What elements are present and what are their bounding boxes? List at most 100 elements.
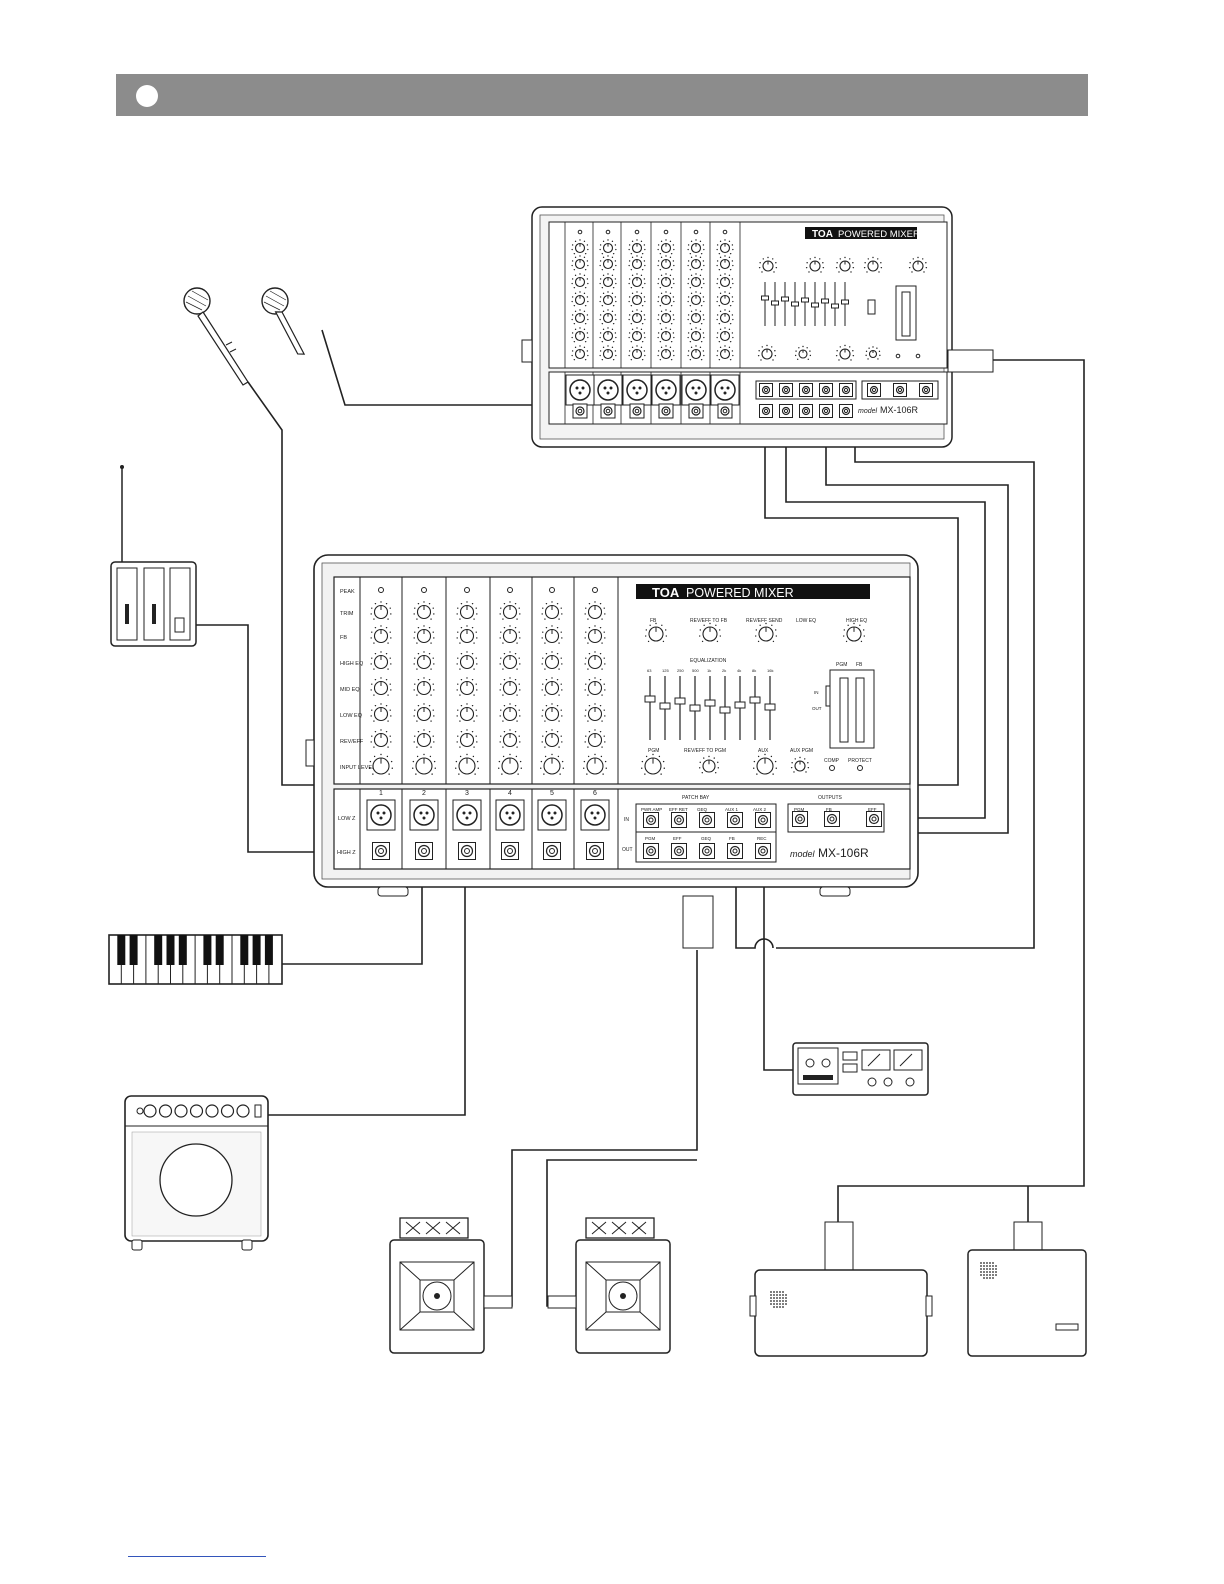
- pa-speaker-right: [575, 1217, 671, 1354]
- wireless-receiver: [110, 465, 197, 647]
- eq-slider: [719, 706, 731, 714]
- channel-number: 2: [422, 790, 426, 797]
- amp-knob: [236, 1104, 250, 1118]
- top-mixer-title: POWERED MIXER: [838, 229, 920, 240]
- eq-band-label: 500: [692, 668, 699, 673]
- patch-in-jack-label: GEQ: [697, 807, 708, 812]
- eq-band-label: 16k: [767, 668, 773, 673]
- row-label: PEAK: [340, 589, 355, 595]
- pa-speaker-left: [389, 1217, 485, 1354]
- footer-rule: [128, 1556, 266, 1557]
- row-label: REV/EFF: [340, 739, 364, 745]
- eq-slider: [761, 295, 769, 301]
- eq-band-label: 250: [677, 668, 684, 673]
- eq-slider: [821, 298, 829, 304]
- row-label: FB: [340, 635, 347, 641]
- eq-slider: [811, 302, 819, 308]
- black-key: [215, 935, 224, 965]
- main-mixer-model: MX-106R: [818, 846, 869, 860]
- channel-number: 6: [593, 790, 597, 797]
- eq-switch-label: OUT: [812, 706, 822, 711]
- eq-band-label: 125: [662, 668, 669, 673]
- eq-slider: [704, 699, 716, 707]
- black-key: [203, 935, 212, 965]
- top-mixer-model: MX-106R: [880, 405, 919, 415]
- amp-knob: [220, 1104, 235, 1118]
- black-key: [129, 935, 138, 965]
- stage-monitor-wedge: [749, 1221, 933, 1357]
- peak-led-icon: [577, 229, 583, 235]
- eq-slider: [781, 296, 789, 302]
- main-mixer-title: POWERED MIXER: [686, 586, 794, 600]
- patch-out-label: OUT: [622, 847, 633, 853]
- outputs-panel: [861, 380, 939, 400]
- master-label: PROTECT: [848, 758, 872, 764]
- patch-in-jack-label: PWR AMP: [641, 807, 662, 812]
- protect-led-icon: [915, 353, 921, 359]
- black-key: [264, 935, 273, 965]
- peak-led-icon: [549, 587, 555, 593]
- peak-led-icon: [663, 229, 669, 235]
- eq-band-label: 1k: [707, 668, 711, 673]
- input-label: LOW Z: [338, 816, 356, 822]
- eq-slider: [644, 695, 656, 703]
- top-mixer-brand: TOA: [812, 229, 833, 240]
- master-label: PGM: [648, 748, 659, 754]
- mixer-top: TOA POWERED MIXER model MX-106R: [521, 206, 994, 448]
- guitar-amplifier: [124, 1095, 269, 1251]
- eq-band-label: 63: [647, 668, 652, 673]
- row-label: MID EQ: [340, 687, 360, 693]
- eq-slider: [659, 702, 671, 710]
- black-key: [178, 935, 187, 965]
- eq-slider: [771, 300, 779, 306]
- input-label: HIGH Z: [337, 850, 356, 856]
- patch-bay-out-panel: [635, 831, 777, 863]
- black-key: [117, 935, 126, 965]
- amp-power-switch: [254, 1104, 262, 1118]
- patch-in-jack-label: AUX 1: [725, 807, 739, 812]
- black-key: [166, 935, 175, 965]
- amp-knob: [143, 1104, 157, 1118]
- peak-led-icon: [592, 587, 598, 593]
- eq-band-label: 4k: [737, 668, 741, 673]
- outputs-title: OUTPUTS: [818, 795, 843, 801]
- master-label: REV/EFF TO FB: [690, 618, 728, 624]
- channel-number: 1: [379, 790, 383, 797]
- eq-slider: [791, 301, 799, 307]
- eq-slider: [689, 704, 701, 712]
- peak-led-icon: [722, 229, 728, 235]
- bullet-circle-icon: [136, 85, 158, 107]
- eq-slider: [749, 696, 761, 704]
- channel-number: 4: [508, 790, 512, 797]
- black-key: [252, 935, 261, 965]
- amp-knob: [189, 1104, 204, 1118]
- patch-in-jack-label: AUX 2: [753, 807, 767, 812]
- main-mixer-model-prefix: model: [790, 849, 816, 859]
- protect-led-icon: [857, 765, 863, 771]
- eq-slider: [674, 697, 686, 705]
- master-fader-label: PGM: [836, 662, 847, 668]
- master-label: LOW EQ: [796, 618, 816, 624]
- eq-slider: [841, 299, 849, 305]
- eq-slider: [801, 297, 809, 303]
- patch-out-jack-label: REC: [757, 836, 767, 841]
- section-header-bar: [116, 74, 1088, 116]
- channel-number: 3: [465, 790, 469, 797]
- master-label: AUX: [758, 748, 769, 754]
- row-label: LOW EQ: [340, 713, 363, 719]
- black-key: [154, 935, 163, 965]
- peak-led-icon: [693, 229, 699, 235]
- patch-out-jack-label: EFF: [673, 836, 682, 841]
- row-label: HIGH EQ: [340, 661, 364, 667]
- cable-connector: [483, 1295, 513, 1309]
- channel-number: 5: [550, 790, 554, 797]
- peak-led-icon: [464, 587, 470, 593]
- output-jack-label: PGM: [794, 807, 805, 812]
- master-label: HIGH EQ: [846, 618, 867, 624]
- patch-in-label: IN: [624, 817, 629, 823]
- comp-led-icon: [829, 765, 835, 771]
- master-fader-label: FB: [856, 662, 863, 668]
- keyboard: [108, 934, 283, 985]
- patch-out-jack-label: PGM: [645, 836, 656, 841]
